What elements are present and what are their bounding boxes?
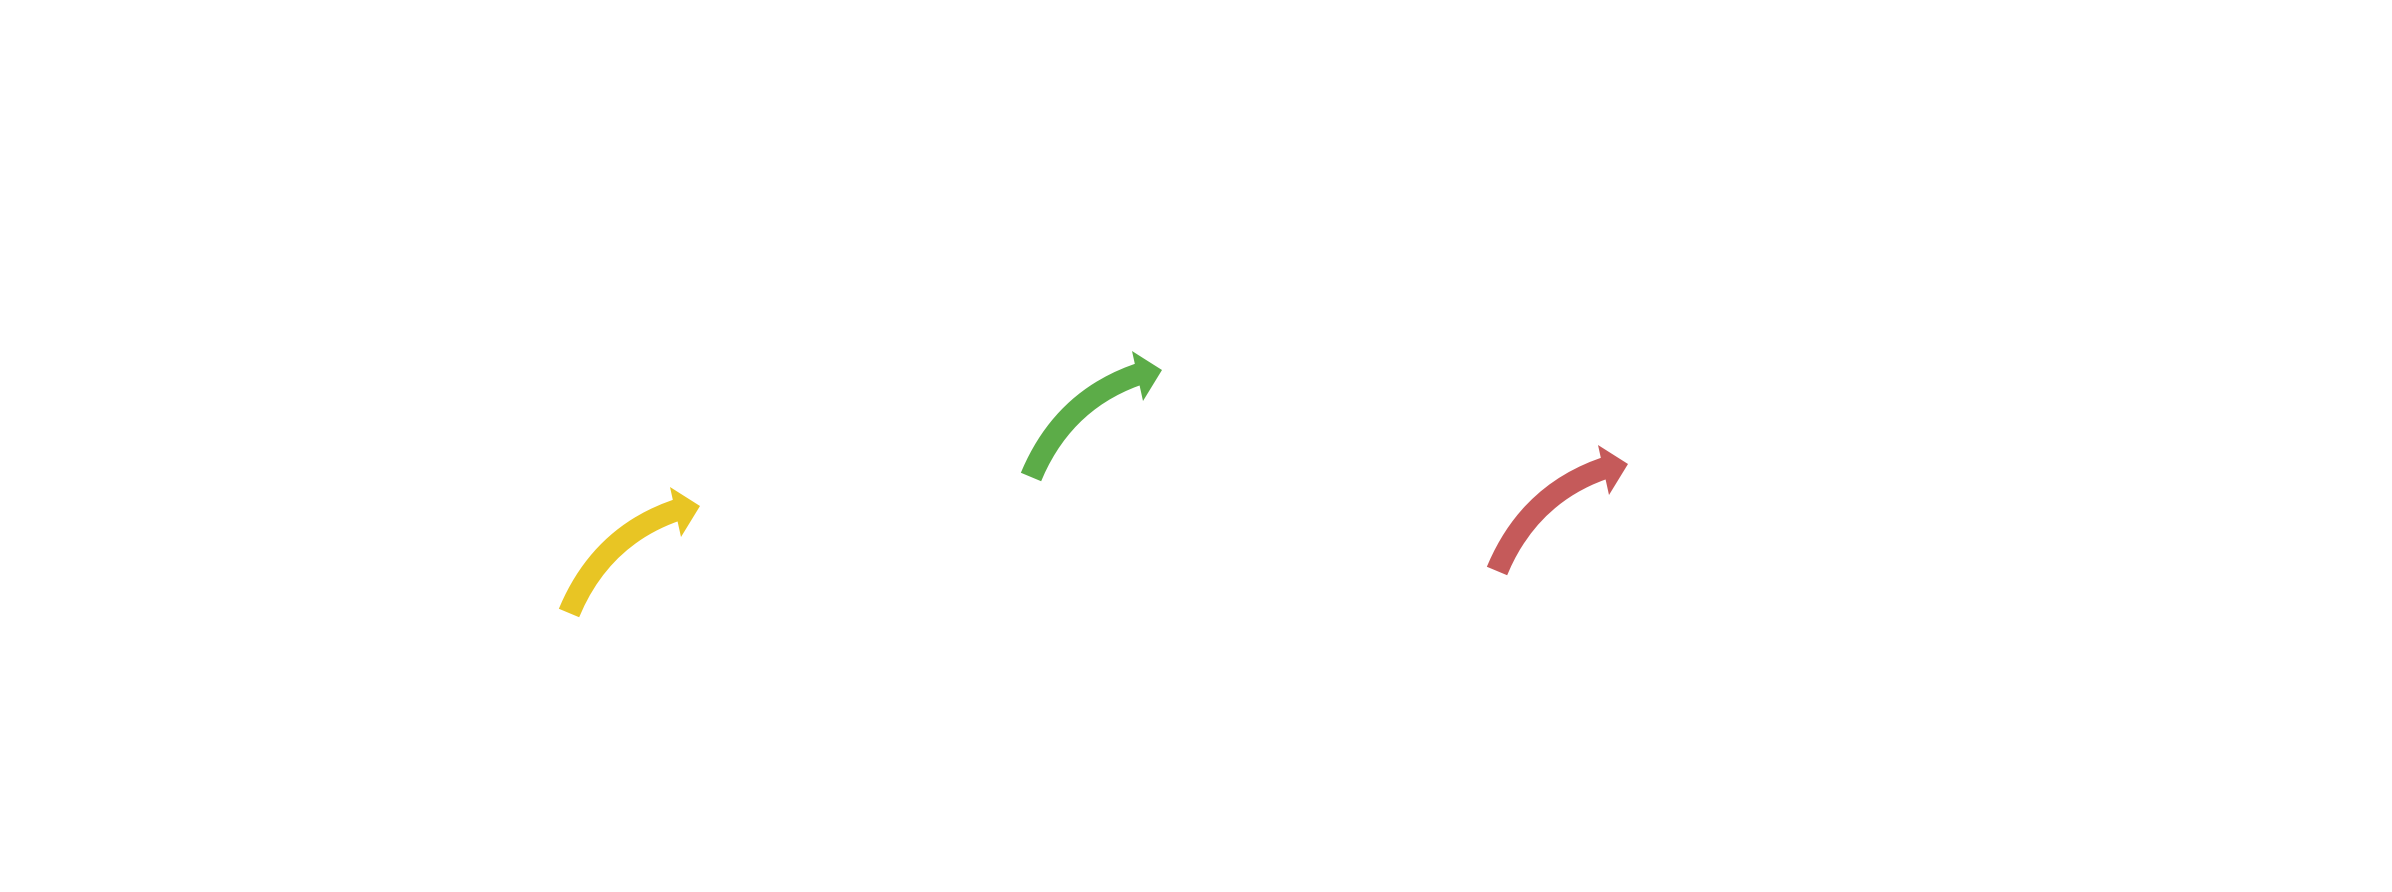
- arrow-shaft: [1020, 363, 1143, 482]
- curved-arrow-icon: [1486, 445, 1628, 576]
- arrow-head: [670, 487, 700, 537]
- arrow-shaft: [558, 499, 681, 618]
- arrow-head: [1132, 351, 1162, 401]
- curved-arrow-icon: [558, 487, 700, 618]
- curved-arrow-icon: [1020, 351, 1162, 482]
- arrow-head: [1598, 445, 1628, 495]
- arrow-shaft: [1486, 457, 1609, 576]
